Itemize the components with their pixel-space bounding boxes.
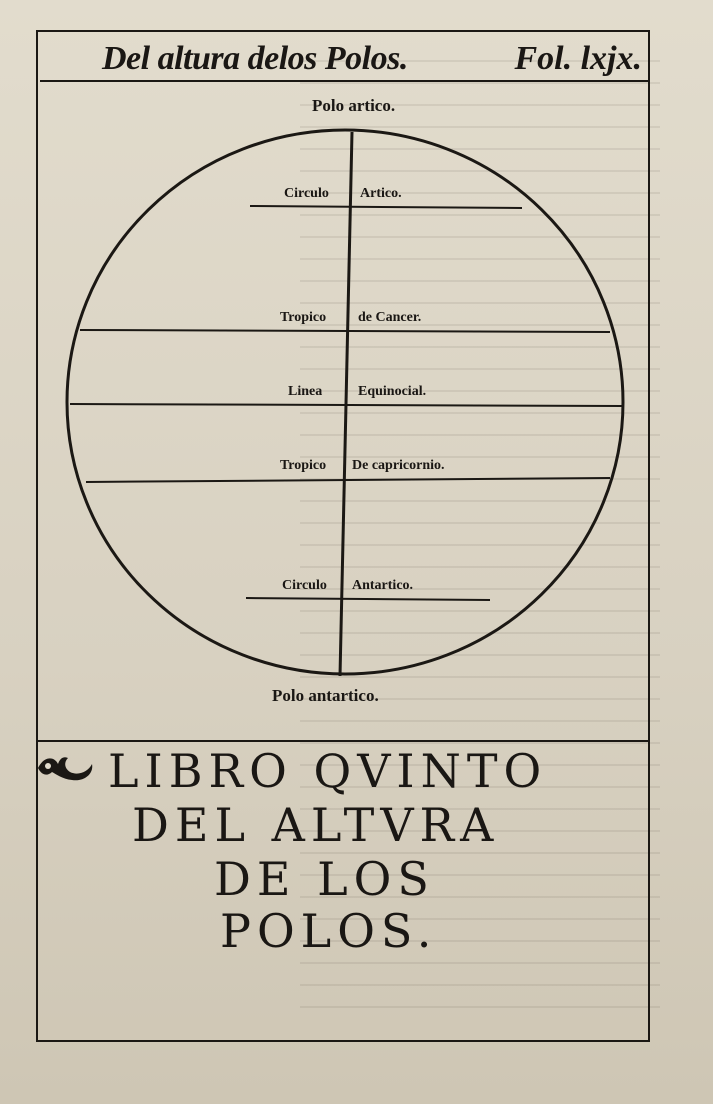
page-border — [36, 30, 650, 1042]
zone-label-right: Antartico. — [352, 578, 414, 593]
title-line-3: DE LOS — [214, 852, 435, 906]
tropic-capricorn-line — [85, 477, 611, 483]
zone-label-right: de Cancer. — [358, 310, 422, 325]
zone-label-left: Linea — [288, 384, 323, 399]
page-header: Del altura delos Polos. Fol. lxjx. — [40, 38, 648, 82]
folio-number: Fol. lxjx. — [514, 40, 642, 77]
polar-zones-diagram: Polo artico. Polo antartico. Circulo Art… — [40, 90, 648, 720]
diagram-graphic — [65, 128, 625, 677]
south-pole-label: Polo antartico. — [272, 686, 379, 705]
fleuron-icon — [38, 757, 93, 781]
zone-label-left: Tropico — [280, 310, 327, 325]
zone-label-left: Tropico — [280, 458, 327, 473]
running-head: Del altura delos Polos. — [102, 40, 408, 77]
globe-circle — [65, 128, 625, 676]
zone-label-right: Equinocial. — [358, 384, 427, 399]
zone-label-right: Artico. — [360, 186, 402, 201]
equator-line — [69, 403, 623, 407]
section-divider — [36, 740, 650, 742]
north-pole-label: Polo artico. — [312, 96, 396, 115]
zone-label-right: De capricornio. — [352, 458, 445, 473]
title-line-2: DEL ALTVRA — [132, 798, 500, 852]
book-title-block: LIBRO QVINTO DEL ALTVRA DE LOS POLOS. — [38, 744, 648, 1044]
zone-label-left: Circulo — [282, 578, 327, 593]
tropic-cancer-line — [79, 329, 611, 333]
zone-label-left: Circulo — [284, 186, 329, 201]
antarctic-circle-line — [245, 597, 491, 601]
arctic-circle-line — [249, 205, 523, 209]
title-line-1: LIBRO QVINTO — [108, 744, 548, 798]
title-line-4: POLOS. — [220, 904, 438, 958]
